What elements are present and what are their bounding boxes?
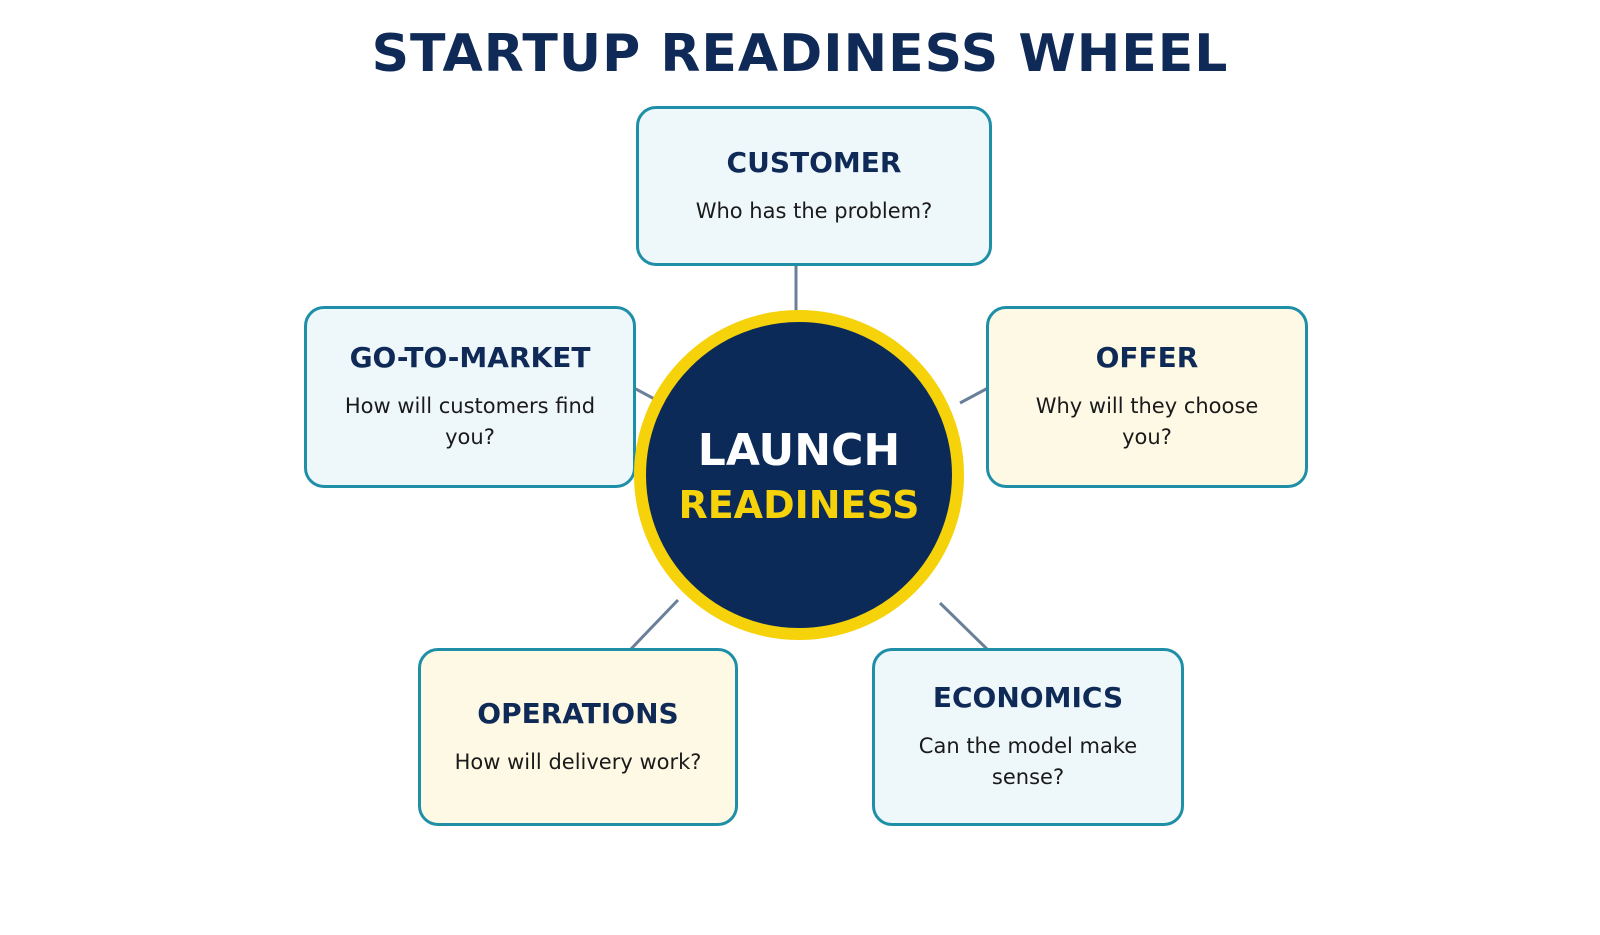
node-title: OFFER <box>1095 341 1199 374</box>
node-question: Who has the problem? <box>695 198 933 223</box>
node-operations: OPERATIONS How will delivery work? <box>418 648 738 826</box>
node-offer: OFFER Why will they choose you? <box>986 306 1308 488</box>
hub-circle: LAUNCH READINESS <box>634 310 964 640</box>
node-economics: ECONOMICS Can the model make sense? <box>872 648 1184 826</box>
connector-operations <box>628 598 680 652</box>
node-customer: CUSTOMER Who has the problem? <box>636 106 992 266</box>
node-title: GO-TO-MARKET <box>349 341 591 374</box>
node-go-to-market: GO-TO-MARKET How will customers find you… <box>304 306 636 488</box>
node-question: Can the model make sense? <box>918 734 1138 789</box>
connector-offer <box>959 386 989 405</box>
node-question: Why will they choose you? <box>1035 394 1259 449</box>
node-title: ECONOMICS <box>932 681 1124 714</box>
node-question: How will delivery work? <box>454 749 702 774</box>
connector-economics <box>938 601 990 652</box>
node-question: How will customers find you? <box>344 394 596 449</box>
node-title: OPERATIONS <box>477 696 679 730</box>
hub-label-launch: LAUNCH <box>697 425 901 476</box>
node-title: CUSTOMER <box>726 145 902 179</box>
hub-label-readiness: READINESS <box>678 483 920 527</box>
page-title: STARTUP READINESS WHEEL <box>371 24 1229 84</box>
